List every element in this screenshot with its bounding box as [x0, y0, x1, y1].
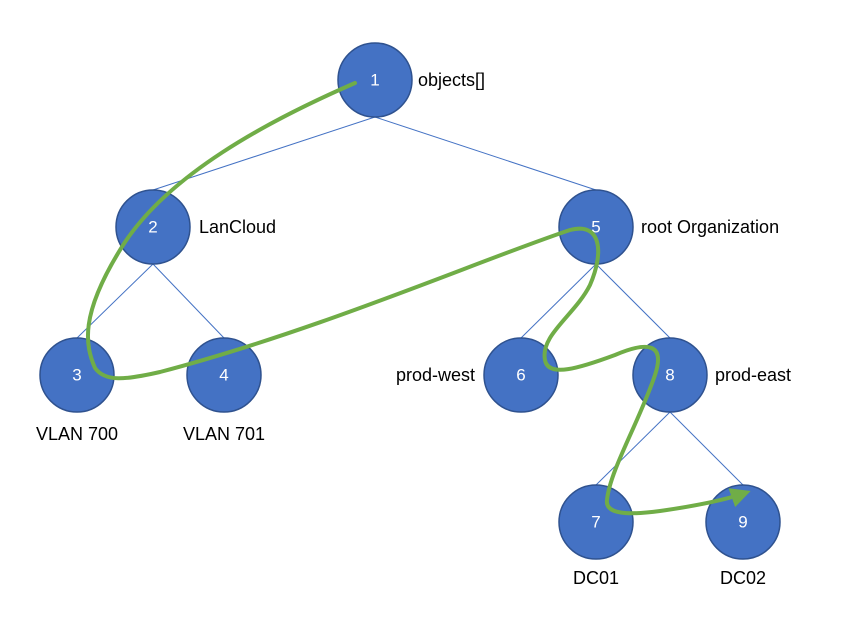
node-1-circle — [337, 42, 413, 118]
node-6-circle — [483, 337, 559, 413]
node-4: 4 VLAN 701 — [183, 337, 265, 444]
node-2: 2 LanCloud — [115, 189, 276, 265]
node-9: 9 DC02 — [705, 484, 781, 588]
edge-2-4 — [152, 263, 225, 339]
node-9-number: 9 — [738, 513, 747, 532]
node-7: 7 DC01 — [558, 484, 634, 588]
node-6: 6 prod-west — [396, 337, 559, 413]
node-6-caption: prod-west — [396, 365, 475, 385]
node-4-number: 4 — [219, 366, 228, 385]
node-9-caption: DC02 — [720, 568, 766, 588]
node-4-circle — [186, 337, 262, 413]
node-1-caption: objects[] — [418, 70, 485, 90]
node-2-number: 2 — [148, 218, 157, 237]
traversal-path — [85, 81, 751, 516]
node-1: 1 objects[] — [337, 42, 485, 118]
node-2-circle — [115, 189, 191, 265]
node-7-number: 7 — [591, 513, 600, 532]
tree-nodes: 1 objects[] 2 LanCloud 3 VLAN 700 4 VLAN… — [36, 42, 791, 588]
node-8-caption: prod-east — [715, 365, 791, 385]
node-3-number: 3 — [72, 366, 81, 385]
edge-1-2 — [152, 116, 376, 191]
node-1-number: 1 — [370, 71, 379, 90]
node-4-caption: VLAN 701 — [183, 424, 265, 444]
edge-5-8 — [595, 263, 671, 339]
edge-5-6 — [520, 263, 597, 339]
node-7-caption: DC01 — [573, 568, 619, 588]
edge-8-7 — [595, 411, 671, 486]
node-3-caption: VLAN 700 — [36, 424, 118, 444]
node-2-caption: LanCloud — [199, 217, 276, 237]
node-3: 3 VLAN 700 — [36, 337, 118, 444]
node-8-circle — [632, 337, 708, 413]
edge-1-5 — [374, 116, 597, 191]
node-8-number: 8 — [665, 366, 674, 385]
node-8: 8 prod-east — [632, 337, 791, 413]
node-5-caption: root Organization — [641, 217, 779, 237]
node-3-circle — [39, 337, 115, 413]
node-5-number: 5 — [591, 218, 600, 237]
node-6-number: 6 — [516, 366, 525, 385]
edge-8-9 — [669, 411, 744, 486]
node-9-circle — [705, 484, 781, 560]
node-5: 5 root Organization — [558, 189, 779, 265]
node-7-circle — [558, 484, 634, 560]
tree-edges — [76, 116, 744, 486]
